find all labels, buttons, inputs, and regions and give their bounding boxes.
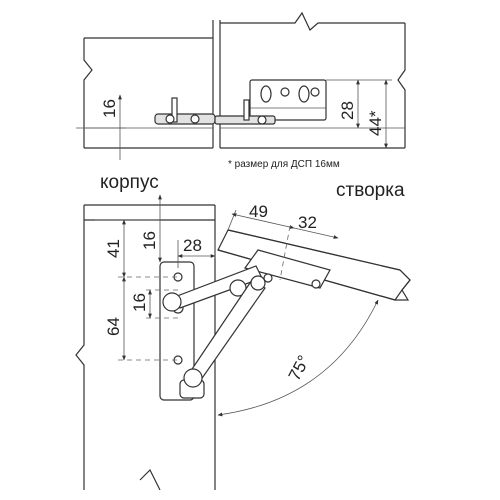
dim-28-side: 28 xyxy=(177,236,216,268)
footnote: * размер для ДСП 16мм xyxy=(228,159,340,170)
dim-16-top-view: 16 xyxy=(76,94,126,160)
dim-32-label: 32 xyxy=(298,213,317,232)
side-view: 75° 49 32 16 41 xyxy=(75,194,411,491)
dim-16-side-mid: 16 xyxy=(130,289,178,319)
flap-label: створка xyxy=(336,180,405,201)
dim-28-top-view: 28 xyxy=(326,79,362,129)
dim-16-top-view-label: 16 xyxy=(100,99,119,118)
dim-41: 41 xyxy=(95,219,180,278)
dim-32: 32 xyxy=(279,213,339,281)
top-view: 16 28 44* * размер для ДСП 16мм xyxy=(76,11,406,170)
angle-label: 75° xyxy=(285,352,314,384)
dim-16-side-mid-label: 16 xyxy=(130,293,149,312)
dim-64: 64 xyxy=(104,276,180,361)
dim-28-top-view-label: 28 xyxy=(338,101,357,120)
top-hinge-plate xyxy=(249,79,327,121)
cabinet-label: корпус xyxy=(100,172,159,193)
dim-41-label: 41 xyxy=(104,239,123,258)
top-cabinet-panel xyxy=(83,20,214,149)
dim-44-top-view: 44* xyxy=(362,79,392,149)
dim-28-side-label: 28 xyxy=(183,236,202,255)
dim-49: 49 xyxy=(227,202,295,231)
top-hinge-arm xyxy=(154,97,276,125)
dim-16-side-top: 16 xyxy=(140,194,162,263)
dim-64-label: 64 xyxy=(104,317,123,336)
dim-16-side-top-label: 16 xyxy=(140,231,159,250)
dim-49-label: 49 xyxy=(249,202,268,221)
dim-44-top-view-label: 44* xyxy=(366,110,385,136)
side-flap-plate xyxy=(244,249,331,289)
top-door-panel xyxy=(219,11,406,149)
